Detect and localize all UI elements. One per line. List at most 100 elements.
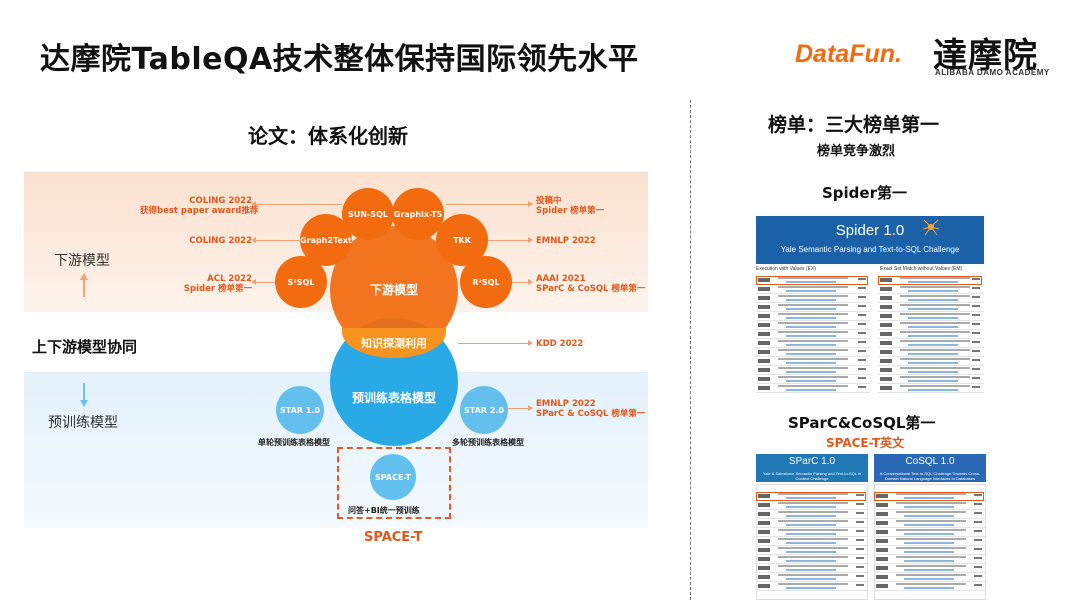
- logo: DataFun. 達摩院 ALIBABA DAMO ACADEMY: [795, 30, 1055, 80]
- sun-sql-label: SUN-SQL: [348, 210, 388, 219]
- sparc-banner: SParC 1.0 Yale & Salesforce Semantic Par…: [756, 454, 868, 482]
- sparc-banner-title: SParC 1.0: [756, 456, 868, 467]
- leaderboard-row: [756, 276, 870, 285]
- ann-kdd: KDD 2022: [536, 339, 583, 349]
- top-rank-highlight: [878, 276, 982, 285]
- leaderboard-row: [756, 357, 870, 366]
- spider-ex-head: Execution with Values (EX): [756, 266, 816, 272]
- leaderboard-row: [756, 321, 870, 330]
- leaderboard-row: [756, 501, 868, 510]
- leaderboard-row: [756, 330, 870, 339]
- slide-title: 达摩院TableQA技术整体保持国际领先水平: [40, 34, 639, 78]
- arrowhead: [528, 340, 533, 346]
- leaderboard-row: [878, 312, 984, 321]
- leaderboard-row: [756, 564, 868, 573]
- leaderboard-row: [756, 492, 868, 501]
- r2sql-circle: R²SQL: [460, 256, 512, 308]
- connector: [446, 204, 528, 205]
- divider: [690, 100, 691, 600]
- leaderboard-row: [878, 276, 984, 285]
- connector: [256, 240, 300, 241]
- sparc-table: [756, 492, 868, 591]
- arrowhead: [528, 279, 533, 285]
- s2sql-circle: S²SQL: [275, 256, 327, 308]
- sparc-banner-subtitle: Yale & Salesforce Semantic Parsing and T…: [756, 471, 868, 481]
- star2-circle: STAR 2.0: [460, 386, 508, 434]
- ann-submit-b: Spider 榜单第一: [536, 206, 604, 216]
- leaderboard-row: [756, 312, 870, 321]
- leaderboard-row: [874, 537, 986, 546]
- paper-heading: 论文：体系化创新: [248, 120, 408, 149]
- datafun-logo: DataFun.: [795, 40, 902, 69]
- leaderboard-row: [874, 492, 986, 501]
- star1-caption: 单轮预训练表格模型: [258, 437, 330, 448]
- leaderboard-row: [756, 348, 870, 357]
- leaderboard-row: [756, 375, 870, 384]
- leaderboard-row: [878, 366, 984, 375]
- knowledge-probe-label: 知识探测利用: [361, 335, 427, 351]
- spider-banner-subtitle: Yale Semantic Parsing and Text-to-SQL Ch…: [756, 245, 984, 254]
- leaderboard-row: [874, 501, 986, 510]
- downstream-model-label: 下游模型: [370, 281, 418, 298]
- leaderboard-row: [878, 357, 984, 366]
- ann-coling2: COLING 2022: [182, 236, 252, 246]
- leaderboard-row: [874, 519, 986, 528]
- cosql-banner-title: CoSQL 1.0: [874, 456, 986, 467]
- leaderboard-row: [878, 384, 984, 393]
- ann-emnlp1: EMNLP 2022: [536, 236, 596, 246]
- downstream-label: 下游模型: [54, 250, 110, 270]
- leaderboard-row: [878, 321, 984, 330]
- spider-em-head: Exact Set Match without Values (EM): [880, 266, 962, 272]
- connector: [458, 343, 528, 344]
- graph2text-label: Graph2Text: [300, 236, 352, 245]
- s2sql-label: S²SQL: [288, 278, 315, 287]
- star1-circle: STAR 1.0: [276, 386, 324, 434]
- leaderboard-row: [874, 546, 986, 555]
- spider-icon: [922, 218, 940, 236]
- spider-banner: Spider 1.0 Yale Semantic Parsing and Tex…: [756, 216, 984, 264]
- r2sql-label: R²SQL: [472, 278, 499, 287]
- leaderboard-heading: 榜单：三大榜单第一: [768, 110, 939, 137]
- leaderboard-row: [756, 366, 870, 375]
- leaderboard-row: [874, 555, 986, 564]
- arrowhead: [528, 201, 533, 207]
- spider-ex-table: [756, 276, 870, 393]
- leaderboard-row: [756, 537, 868, 546]
- leaderboard-row: [756, 546, 868, 555]
- spider-banner-title: Spider 1.0: [756, 222, 984, 239]
- collab-label: 上下游模型协同: [32, 336, 137, 357]
- damo-logo-en: ALIBABA DAMO ACADEMY: [935, 68, 1050, 77]
- leaderboard-row: [874, 582, 986, 591]
- down-arrow-icon: [79, 382, 89, 408]
- leaderboard-row: [756, 582, 868, 591]
- leaderboard-row: [874, 573, 986, 582]
- spider-em-table: [878, 276, 984, 393]
- leaderboard-row: [756, 285, 870, 294]
- arrowhead: [528, 237, 533, 243]
- leaderboard-row: [878, 339, 984, 348]
- graphix-label: Graphix-T5: [394, 210, 442, 219]
- space-t-circle-label: SPACE-T: [375, 473, 411, 482]
- leaderboard-subheading: 榜单竞争激烈: [817, 140, 895, 159]
- arrowhead: [528, 405, 533, 411]
- leaderboard-row: [756, 294, 870, 303]
- tkk-label: TKK: [453, 236, 471, 245]
- leaderboard-row: [878, 285, 984, 294]
- leaderboard-row: [878, 294, 984, 303]
- cosql-banner-subtitle: A Conversational Text-to-SQL Challenge T…: [874, 471, 986, 481]
- leaderboard-row: [756, 528, 868, 537]
- leaderboard-row: [874, 564, 986, 573]
- leaderboard-row: [756, 519, 868, 528]
- pretrain-label: 预训练模型: [48, 412, 118, 432]
- top-rank-highlight: [874, 492, 984, 501]
- leaderboard-row: [756, 510, 868, 519]
- leaderboard-row: [756, 384, 870, 393]
- ann-coling1-b: 获得best paper award推荐: [140, 206, 252, 216]
- connector: [256, 204, 342, 205]
- leaderboard-row: [878, 348, 984, 357]
- leaderboard-row: [878, 330, 984, 339]
- leaderboard-row: [756, 339, 870, 348]
- top-rank-highlight: [756, 276, 868, 285]
- leaderboard-row: [756, 303, 870, 312]
- spider-title: Spider第一: [822, 182, 907, 203]
